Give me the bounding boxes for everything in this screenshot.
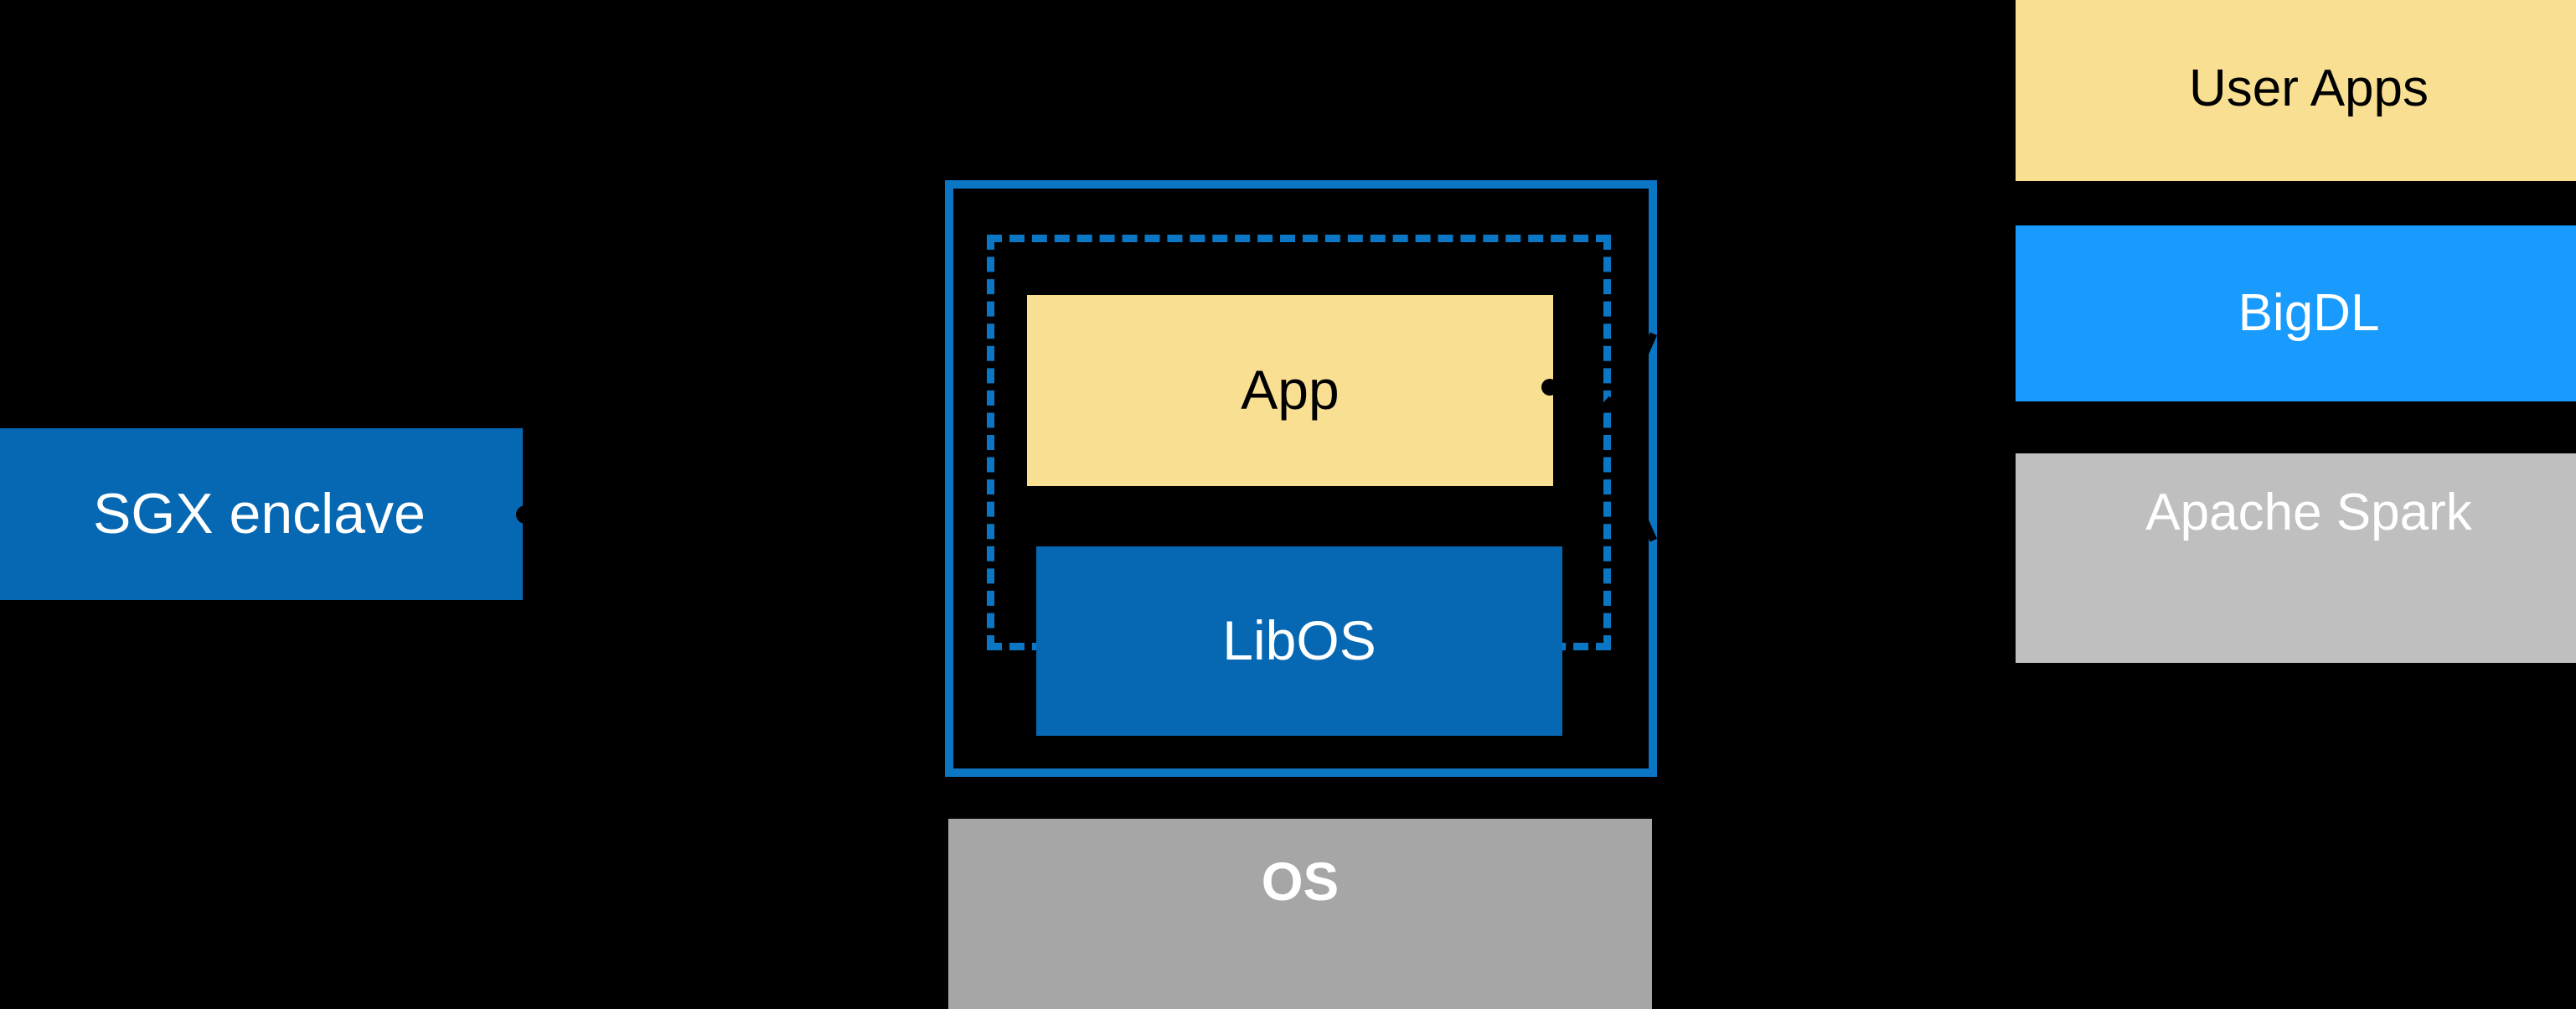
- app-connector-dot-icon: [1541, 379, 1558, 396]
- user-apps-box[interactable]: User Apps: [2016, 0, 2576, 181]
- sgx-enclave-label: SGX enclave: [93, 481, 426, 546]
- bigdl-label: BigDL: [2238, 284, 2380, 343]
- sgx-enclave-box[interactable]: SGX enclave: [0, 428, 523, 600]
- bigdl-box[interactable]: BigDL: [2016, 225, 2576, 401]
- os-box[interactable]: OS: [948, 819, 1652, 1009]
- libos-box[interactable]: LibOS: [1036, 546, 1562, 736]
- app-label: App: [1241, 359, 1340, 422]
- apache-spark-label: Apache Spark: [2145, 484, 2472, 541]
- enclave-boundary-frame: [945, 180, 1657, 777]
- apache-spark-box[interactable]: Apache Spark: [2016, 453, 2576, 663]
- app-box[interactable]: App: [1027, 295, 1553, 486]
- user-apps-label: User Apps: [2188, 60, 2429, 118]
- sgx-connector-dot-icon: [516, 505, 534, 524]
- libos-label: LibOS: [1222, 609, 1376, 672]
- os-label: OS: [1261, 851, 1340, 912]
